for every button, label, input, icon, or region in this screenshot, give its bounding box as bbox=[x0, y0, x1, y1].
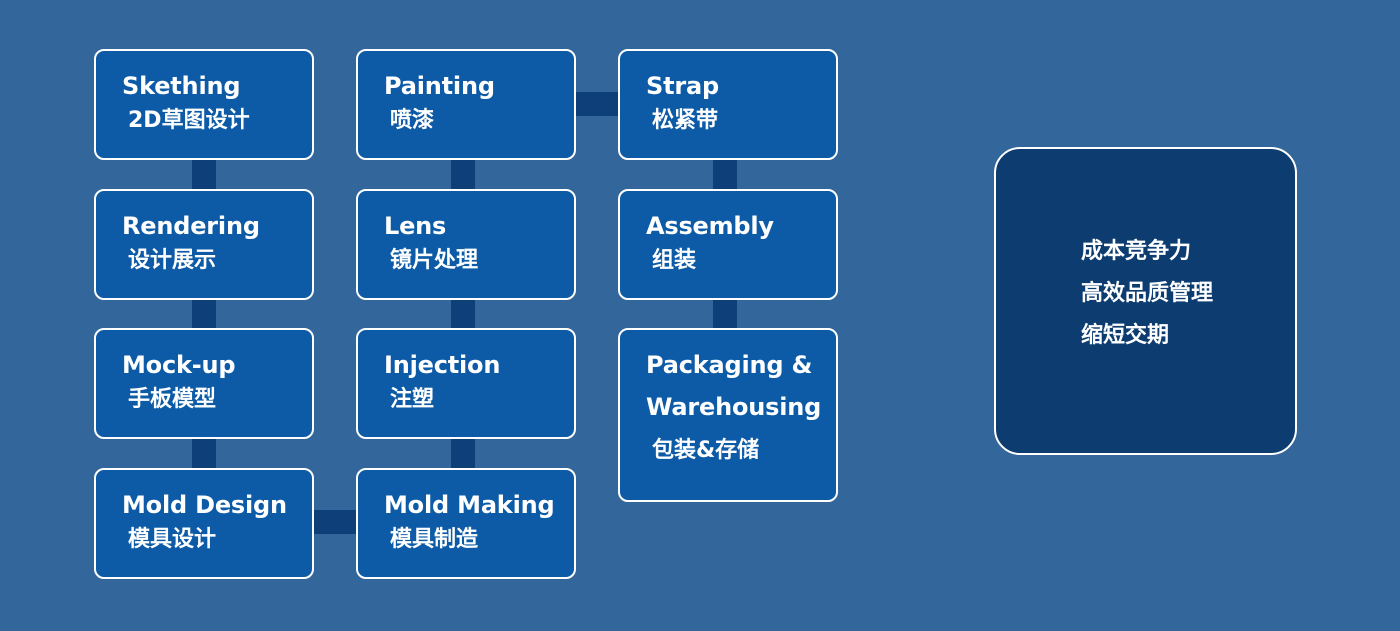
step-packaging-label-zh: 包装&存储 bbox=[652, 438, 760, 463]
step-painting-label: Painting bbox=[384, 72, 495, 100]
connector-painting-strap bbox=[574, 92, 620, 116]
step-mold-making: Mold Making 模具制造 bbox=[356, 468, 576, 579]
summary-line-cost: 成本竞争力 bbox=[1081, 239, 1192, 264]
step-mold-design-label: Mold Design bbox=[122, 491, 287, 519]
step-lens: Lens 镜片处理 bbox=[356, 189, 576, 300]
connector-strap-assembly bbox=[713, 158, 737, 191]
step-packaging-label: Packaging & Warehousing bbox=[646, 351, 822, 421]
step-strap-label: Strap bbox=[646, 72, 719, 100]
connector-injection-lens bbox=[451, 298, 475, 329]
step-injection: Injection 注塑 bbox=[356, 328, 576, 439]
step-sketching: Skething 2D草图设计 bbox=[94, 49, 314, 160]
connector-sketching-rendering bbox=[192, 158, 216, 191]
step-mold-design-label-zh: 模具设计 bbox=[128, 527, 217, 552]
step-rendering-label-zh: 设计展示 bbox=[128, 248, 217, 273]
step-mockup: Mock-up 手板模型 bbox=[94, 328, 314, 439]
step-rendering: Rendering 设计展示 bbox=[94, 189, 314, 300]
step-strap-label-zh: 松紧带 bbox=[652, 108, 719, 133]
step-sketching-label-zh: 2D草图设计 bbox=[128, 108, 250, 133]
step-lens-label-zh: 镜片处理 bbox=[390, 248, 479, 273]
summary-box: 成本竞争力 高效品质管理 缩短交期 bbox=[994, 147, 1297, 455]
step-assembly-label-zh: 组装 bbox=[652, 248, 697, 273]
connector-mold-making-injection bbox=[451, 437, 475, 469]
step-mold-making-label-zh: 模具制造 bbox=[390, 527, 479, 552]
step-sketching-label: Skething bbox=[122, 72, 241, 100]
step-mold-making-label: Mold Making bbox=[384, 491, 555, 519]
step-mockup-label: Mock-up bbox=[122, 351, 236, 379]
step-mold-design: Mold Design 模具设计 bbox=[94, 468, 314, 579]
step-strap: Strap 松紧带 bbox=[618, 49, 838, 160]
step-injection-label-zh: 注塑 bbox=[390, 387, 435, 412]
connector-mockup-mold-design bbox=[192, 437, 216, 469]
step-painting: Painting 喷漆 bbox=[356, 49, 576, 160]
step-packaging-warehousing: Packaging & Warehousing 包装&存储 bbox=[618, 328, 838, 502]
connector-lens-painting bbox=[451, 158, 475, 191]
connector-rendering-mockup bbox=[192, 298, 216, 329]
step-rendering-label: Rendering bbox=[122, 212, 260, 240]
connector-mold-design-mold-making bbox=[312, 510, 358, 534]
connector-assembly-packaging bbox=[713, 298, 737, 329]
step-assembly: Assembly 组装 bbox=[618, 189, 838, 300]
summary-line-quality: 高效品质管理 bbox=[1081, 281, 1214, 306]
step-injection-label: Injection bbox=[384, 351, 501, 379]
step-assembly-label: Assembly bbox=[646, 212, 774, 240]
step-lens-label: Lens bbox=[384, 212, 447, 240]
step-painting-label-zh: 喷漆 bbox=[390, 108, 435, 133]
summary-line-leadtime: 缩短交期 bbox=[1081, 323, 1170, 348]
step-mockup-label-zh: 手板模型 bbox=[128, 387, 217, 412]
